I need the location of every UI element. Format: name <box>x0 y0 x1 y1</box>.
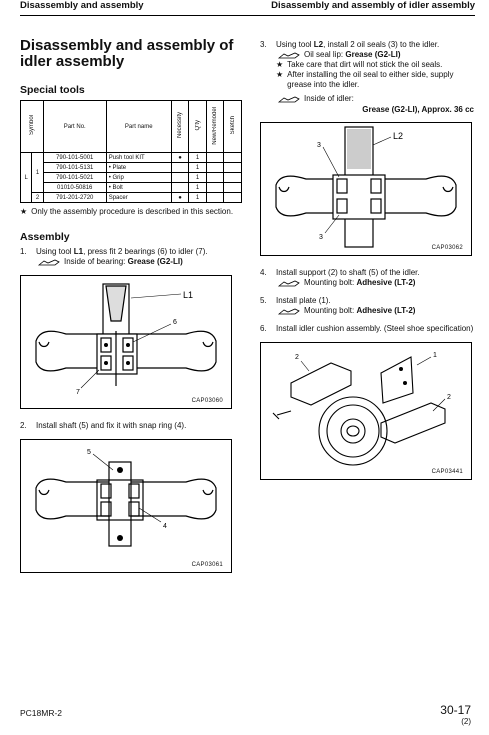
fig3-label-l2: L2 <box>393 131 403 141</box>
footer-page: 30-17 (2) <box>440 703 471 726</box>
adhesive-icon <box>278 280 300 286</box>
table-row: L 1 790-101-5001 Push tool KIT ● 1 <box>19 152 242 203</box>
figure-caption: CAP03061 <box>191 562 223 568</box>
fig1-label-7: 7 <box>76 389 80 396</box>
step-3-star-1: ★ Take care that dirt will not stick the… <box>276 60 443 69</box>
right-column: 3. Using tool L2, install 2 oil seals (3… <box>260 38 474 480</box>
figure-oil-seal: 3 L2 3 CAP03062 <box>260 122 472 256</box>
header-rule <box>20 15 475 16</box>
fig2-label-4: 4 <box>163 523 167 530</box>
figure-shaft-install: 5 4 CAP03061 <box>20 439 232 573</box>
figure-caption: CAP03062 <box>431 245 463 251</box>
page-header: Disassembly and assembly Disassembly and… <box>20 0 475 14</box>
figure-bearing-press: L1 6 7 CAP03060 <box>20 275 232 409</box>
star-icon: ★ <box>20 207 28 216</box>
tools-note: ★ Only the assembly procedure is describ… <box>20 207 234 216</box>
special-tools-heading: Special tools <box>20 84 85 96</box>
symbol-cell: L <box>19 152 33 203</box>
special-tools-table: Symbol Part No. Part name Necessity Q'ty… <box>19 100 242 203</box>
col-part-name: Part name <box>105 100 172 153</box>
col-qty: Q'ty <box>194 120 201 131</box>
step-3-grease-2-value: Grease (G2-LI), Approx. 36 cc <box>362 105 474 114</box>
assembly-heading: Assembly <box>20 231 70 243</box>
left-column: Disassembly and assembly of idler assemb… <box>19 37 242 573</box>
step-1: 1. Using tool L1, press fit 2 bearings (… <box>20 247 208 256</box>
figure-caption: CAP03060 <box>191 398 223 404</box>
figure-cushion: 2 1 2 CAP03441 <box>260 342 472 480</box>
sub-cell: 1 <box>31 152 44 193</box>
grease-icon <box>278 96 300 102</box>
step-2: 2. Install shaft (5) and fix it with sna… <box>20 421 187 430</box>
star-icon: ★ <box>276 70 284 79</box>
step-1-grease: Inside of bearing: Grease (G2-LI) <box>38 257 242 267</box>
step-3: 3. Using tool L2, install 2 oil seals (3… <box>260 40 440 49</box>
col-sketch: Sketch <box>229 116 236 135</box>
idler-seal-drawing: 3 L2 3 <box>275 126 457 248</box>
header-right: Disassembly and assembly of idler assemb… <box>271 0 475 11</box>
table-header-row: Symbol Part No. Part name Necessity Q'ty… <box>20 100 242 153</box>
table-row: 2 791-201-2720 Spacer ● 1 <box>21 192 242 203</box>
grease-icon <box>278 52 300 58</box>
col-necessity: Necessity <box>177 112 184 139</box>
step-3-grease: Oil seal lip: Grease (G2-LI) <box>278 50 474 60</box>
fig6-label-2: 2 <box>295 354 299 361</box>
footer-rev: (2) <box>461 717 471 726</box>
figure-caption: CAP03441 <box>431 469 463 475</box>
page-title: Disassembly and assembly of idler assemb… <box>20 37 234 70</box>
fig1-label-6: 6 <box>173 319 177 326</box>
fig3-label-3: 3 <box>317 142 321 149</box>
idler-shaft-drawing: 5 4 <box>35 449 217 547</box>
step-5-adhesive: Mounting bolt: Adhesive (LT-2) <box>278 306 474 316</box>
table-row: 790-101-5021 • Grip 1 <box>21 172 242 183</box>
table-row: 790-101-5131 • Plate 1 <box>21 162 242 173</box>
step-6: 6. Install idler cushion assembly. (Stee… <box>260 324 474 333</box>
step-4: 4. Install support (2) to shaft (5) of t… <box>260 268 420 277</box>
fig1-label-l1: L1 <box>183 290 193 300</box>
fig6-label-1: 1 <box>433 352 437 359</box>
table-row: 01010-50816 • Bolt 1 <box>21 182 242 193</box>
col-new-remodel: New/Remodel <box>212 106 219 145</box>
fig2-label-5: 5 <box>87 449 91 456</box>
footer-model: PC18MR-2 <box>20 708 63 718</box>
star-icon: ★ <box>276 60 284 69</box>
step-5: 5. Install plate (1). <box>260 296 331 305</box>
step-4-adhesive: Mounting bolt: Adhesive (LT-2) <box>278 278 474 288</box>
grease-icon <box>38 259 60 265</box>
fig6-label-2b: 2 <box>447 394 451 401</box>
idler-cushion-drawing: 2 1 2 <box>272 352 451 466</box>
step-3-grease-2: Inside of idler: <box>278 94 474 104</box>
col-symbol: Symbol <box>28 115 35 136</box>
step-3-star-2: ★ After installing the oil seal to eithe… <box>276 70 454 89</box>
col-part-no: Part No. <box>42 100 107 153</box>
fig3-label-3b: 3 <box>319 234 323 241</box>
idler-bearing-drawing: L1 6 7 <box>35 283 217 396</box>
header-left: Disassembly and assembly <box>20 0 144 11</box>
adhesive-icon <box>278 308 300 314</box>
